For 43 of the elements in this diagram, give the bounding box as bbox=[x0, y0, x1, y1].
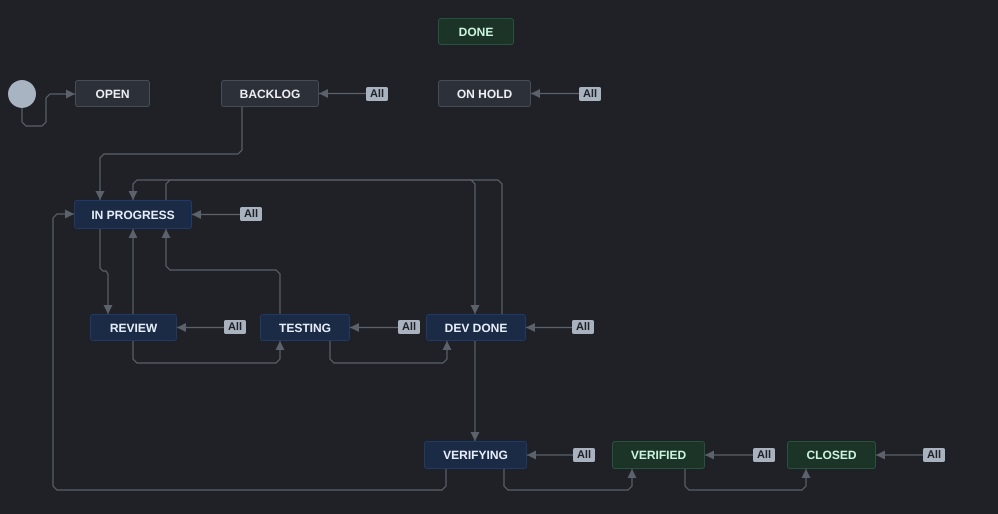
transition-arrow bbox=[531, 89, 579, 98]
transition-arrow bbox=[350, 323, 398, 332]
transition-arrow bbox=[99, 229, 112, 314]
state-box: TESTING bbox=[260, 314, 350, 341]
transition-arrow bbox=[503, 469, 636, 491]
transition-arrow bbox=[177, 323, 224, 332]
state-box: ON HOLD bbox=[438, 80, 531, 107]
transition-arrow bbox=[705, 450, 753, 460]
state-box: REVIEW bbox=[90, 314, 177, 341]
transition-arrow bbox=[470, 341, 480, 441]
transition-badge: All bbox=[224, 320, 246, 334]
transition-arrow bbox=[132, 341, 284, 364]
transition-arrow bbox=[96, 107, 243, 200]
transition-arrow bbox=[526, 323, 572, 332]
transition-badge: All bbox=[753, 448, 775, 462]
transition-badge: All bbox=[579, 87, 601, 101]
transition-arrow bbox=[684, 469, 810, 491]
state-box: DEV DONE bbox=[426, 314, 526, 341]
transition-badge: All bbox=[366, 87, 388, 101]
state-box: VERIFYING bbox=[424, 441, 527, 469]
state-box: DONE bbox=[438, 18, 514, 45]
state-box: OPEN bbox=[75, 80, 150, 107]
state-box: BACKLOG bbox=[221, 80, 319, 107]
transition-arrow bbox=[319, 89, 366, 98]
start-circle bbox=[8, 80, 36, 108]
transition-arrow bbox=[192, 210, 240, 219]
state-box: CLOSED bbox=[787, 441, 876, 469]
transition-arrow bbox=[128, 229, 138, 314]
transition-arrow bbox=[876, 450, 923, 460]
state-box: IN PROGRESS bbox=[74, 200, 192, 229]
transition-arrow bbox=[21, 90, 75, 127]
transition-badge: All bbox=[398, 320, 420, 334]
transition-badge: All bbox=[240, 207, 262, 221]
transition-badge: All bbox=[923, 448, 945, 462]
transition-arrow bbox=[128, 179, 503, 314]
transition-arrow bbox=[165, 179, 480, 314]
state-box: VERIFIED bbox=[612, 441, 705, 469]
transition-badge: All bbox=[572, 320, 594, 334]
transition-arrow bbox=[329, 341, 452, 364]
transition-arrow bbox=[162, 229, 281, 314]
transition-badge: All bbox=[573, 448, 595, 462]
transition-arrow bbox=[52, 210, 447, 491]
transition-arrow bbox=[527, 450, 573, 460]
